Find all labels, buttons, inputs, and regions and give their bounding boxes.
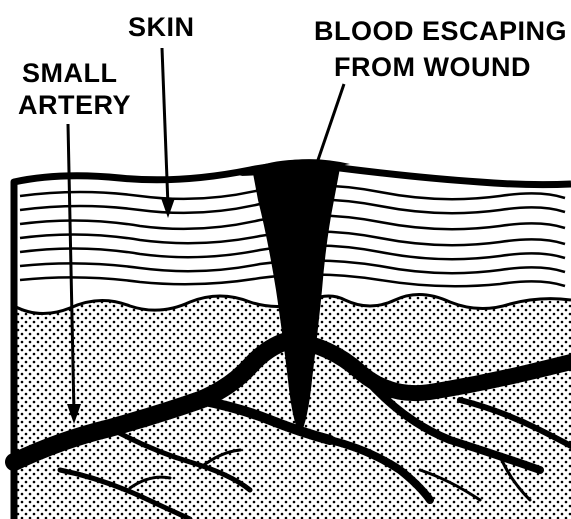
blood-pointer xyxy=(318,84,344,160)
label-blood-line2: FROM WOUND xyxy=(334,52,531,82)
label-small-artery-line2: ARTERY xyxy=(18,90,131,120)
label-blood-line1: BLOOD ESCAPING xyxy=(314,16,567,46)
label-skin: SKIN xyxy=(128,12,195,42)
label-small-artery-line1: SMALL xyxy=(22,58,117,88)
